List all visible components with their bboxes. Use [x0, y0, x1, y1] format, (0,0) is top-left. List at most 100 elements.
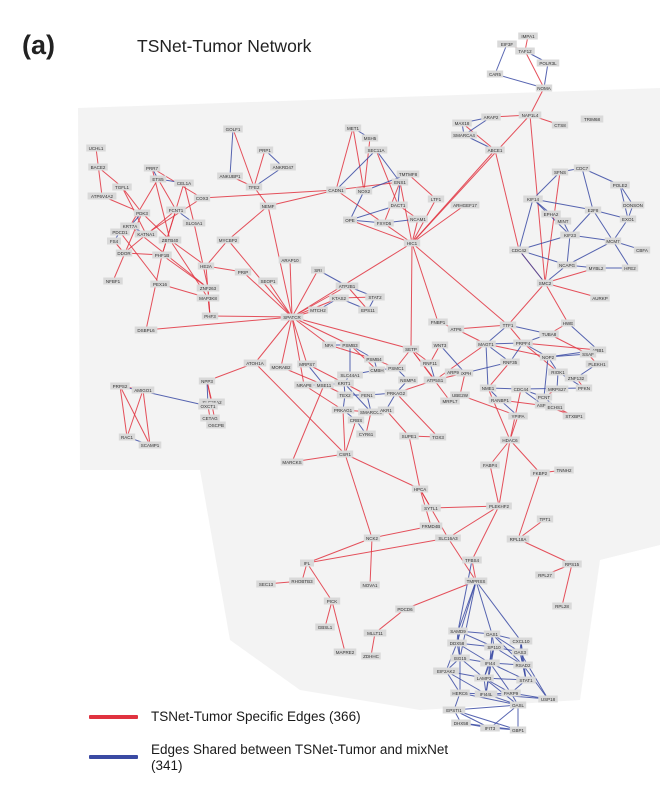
gene-node-box: [315, 623, 335, 631]
gene-node: SEC13: [256, 580, 276, 588]
gene-node-label: SCAMP1: [141, 443, 160, 448]
gene-node-label: IFI44L: [480, 692, 493, 697]
gene-node: SLC16A3: [435, 534, 461, 542]
gene-node: SFNS: [551, 168, 569, 176]
gene-node-label: NME1: [482, 386, 495, 391]
gene-node: GBSL1: [315, 623, 335, 631]
gene-node: PSMB3: [340, 341, 360, 349]
gene-node: HERC6: [450, 689, 470, 697]
gene-node-label: CSR1: [339, 452, 352, 457]
gene-node-box: [427, 195, 445, 203]
gene-node-box: [294, 381, 314, 389]
gene-node: HE2A: [197, 262, 215, 270]
gene-node: SETP: [402, 345, 420, 353]
gene-node-box: [497, 40, 517, 48]
gene-node: UBE2W: [450, 391, 470, 399]
gene-node: SMARCA4: [451, 131, 477, 139]
gene-node-box: [509, 726, 527, 734]
gene-node-box: [480, 724, 500, 732]
specific-edge: [291, 285, 348, 318]
gene-node: LTF1: [427, 195, 445, 203]
specific-edge: [349, 219, 413, 244]
gene-node-label: NFBF1: [106, 279, 121, 284]
gene-node-label: SMARCC2: [360, 410, 383, 415]
specific-edge: [522, 342, 599, 351]
gene-node-label: CDC44: [514, 387, 529, 392]
gene-node: MET1: [344, 124, 362, 132]
gene-node: SRI: [311, 266, 325, 274]
gene-node-label: OAS1: [486, 632, 499, 637]
gene-node-label: MRPS7: [299, 362, 315, 367]
gene-node-label: MINT: [558, 219, 569, 224]
gene-node-box: [408, 215, 428, 223]
specific-edge: [365, 411, 372, 435]
gene-node: RSAD2: [513, 661, 533, 669]
gene-node-box: [182, 219, 206, 227]
gene-node-box: [548, 368, 568, 376]
gene-node-label: NSMP4: [400, 378, 416, 383]
gene-node: CDC42: [509, 246, 529, 254]
specific-edge: [291, 316, 330, 346]
gene-node-label: IFI44: [485, 661, 496, 666]
gene-node-label: DONSON: [623, 203, 643, 208]
gene-node-box: [545, 385, 569, 393]
gene-node-box: [326, 186, 346, 194]
gene-node-label: NRAP8: [296, 383, 312, 388]
gene-node-box: [391, 178, 409, 186]
gene-node: FS4: [107, 237, 121, 245]
gene-node: PICK: [323, 597, 341, 605]
gene-node-box: [174, 179, 194, 187]
gene-node-box: [580, 115, 604, 123]
gene-node-label: TMPRSS: [467, 579, 486, 584]
gene-node: DSBPL6: [134, 326, 158, 334]
gene-node-label: SLC6A1: [186, 221, 203, 226]
specific-edge: [121, 186, 143, 214]
gene-node-label: PICK: [327, 599, 338, 604]
gene-node-label: TRIM68: [584, 117, 601, 122]
gene-node: EPHA2: [541, 210, 561, 218]
gene-node-label: SYTL1: [424, 506, 438, 511]
gene-node: FABP4: [480, 461, 500, 469]
gene-node-label: LAMP3: [477, 676, 492, 681]
gene-node-label: FRMD4B: [422, 524, 441, 529]
gene-node: MYBL2: [586, 264, 606, 272]
gene-node-box: [621, 201, 645, 209]
gene-node: AMIGO1: [131, 386, 155, 394]
shared-edge: [569, 209, 594, 236]
gene-node-box: [158, 236, 182, 244]
gene-node-box: [115, 249, 133, 257]
specific-edge: [209, 315, 293, 318]
gene-node-label: TAF12: [518, 49, 532, 54]
gene-node-box: [539, 330, 559, 338]
gene-node-box: [198, 402, 218, 410]
gene-node-label: FNBP1: [431, 320, 446, 325]
gene-node: UCHL1: [86, 144, 106, 152]
gene-node: PFKN: [575, 384, 593, 392]
gene-node-box: [551, 121, 569, 129]
gene-node-box: [297, 360, 317, 368]
specific-edge: [374, 608, 406, 634]
gene-node-box: [149, 175, 167, 183]
gene-node-box: [323, 597, 341, 605]
gene-node-label: MARCKS: [282, 460, 301, 465]
gene-node: LAMP3: [474, 674, 494, 682]
gene-node-box: [365, 293, 385, 301]
gene-node-box: [110, 382, 130, 390]
shared-edge: [532, 198, 594, 211]
gene-node: MORAB2: [269, 363, 293, 371]
specific-edge: [129, 178, 159, 227]
gene-node-label: CEL1A: [177, 181, 191, 186]
gene-node-box: [112, 183, 132, 191]
gene-node: NCAM1: [408, 215, 428, 223]
gene-node-box: [451, 719, 471, 727]
gene-node-label: RPL28: [555, 604, 569, 609]
gene-node-label: PRR7: [146, 166, 159, 171]
gene-node-label: RAC1: [121, 435, 134, 440]
gene-node-label: ATP2B1: [339, 284, 356, 289]
gene-node-box: [440, 397, 460, 405]
gene-node-label: CETAG: [202, 416, 218, 421]
specific-edge: [280, 316, 293, 368]
gene-node-box: [258, 277, 278, 285]
gene-node: GOLF1: [223, 125, 243, 133]
gene-node-label: ZNF263: [200, 286, 217, 291]
